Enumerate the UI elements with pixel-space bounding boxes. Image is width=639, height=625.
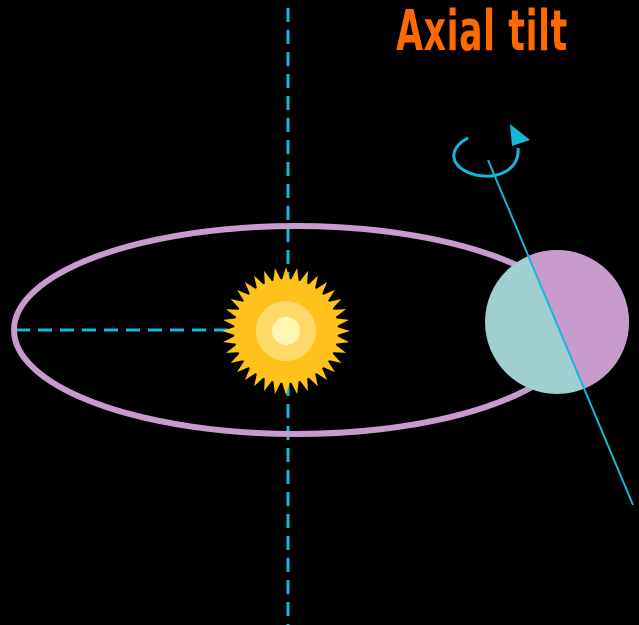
rotation-arc <box>454 138 518 176</box>
sun-center <box>272 317 300 345</box>
sun-icon <box>222 267 350 395</box>
rotation-arrowhead <box>510 124 530 146</box>
planet-icon <box>485 160 639 505</box>
diagram-title: Axial tilt <box>396 0 568 63</box>
